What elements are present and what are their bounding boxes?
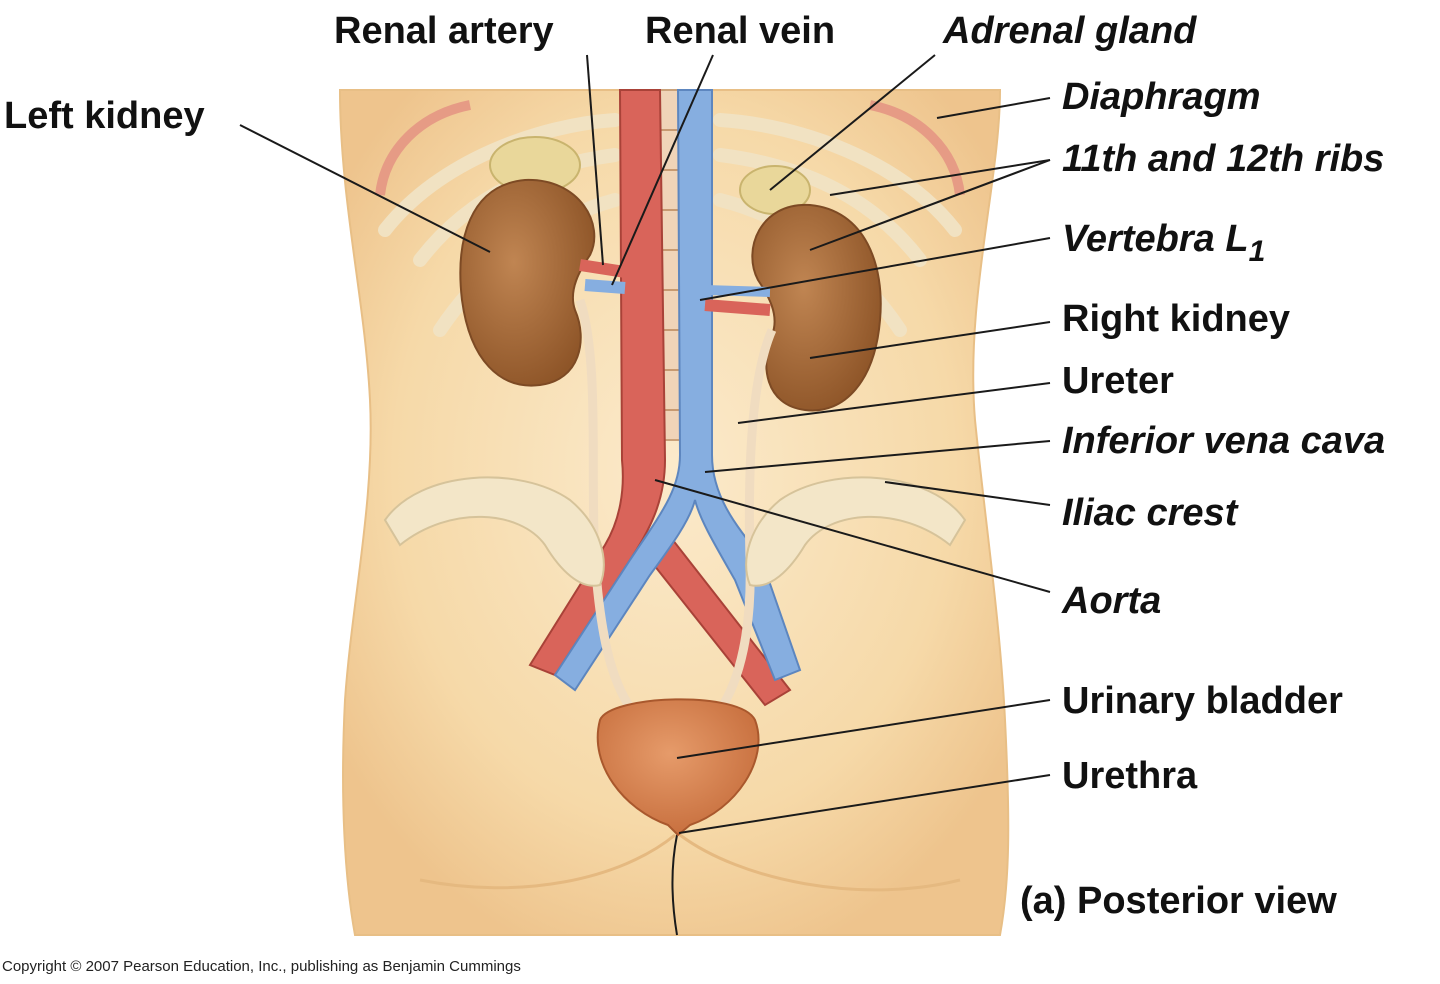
diaphragm-right bbox=[868, 100, 965, 196]
label-inferior-vena-cava: Inferior vena cava bbox=[1062, 420, 1386, 462]
inferior-vena-cava bbox=[553, 89, 802, 692]
label-renal-vein: Renal vein bbox=[645, 10, 836, 52]
gluteal-curve-right bbox=[679, 833, 961, 892]
label-right-kidney: Right kidney bbox=[1062, 298, 1291, 340]
label-vertebra: Vertebra L1 bbox=[1062, 218, 1265, 267]
label-adrenal-gland: Adrenal gland bbox=[943, 10, 1197, 52]
renal-artery-right bbox=[704, 299, 771, 316]
label-vertebra-text: Vertebra L bbox=[1062, 218, 1249, 260]
label-diaphragm: Diaphragm bbox=[1062, 76, 1261, 118]
leader-lines bbox=[239, 54, 1051, 834]
rib-right-2 bbox=[713, 148, 927, 267]
iliac-crest-left bbox=[383, 476, 605, 587]
gluteal-cleft bbox=[671, 834, 678, 936]
label-ribs: 11th and 12th ribs bbox=[1062, 138, 1385, 180]
renal-vein-right bbox=[704, 285, 771, 297]
label-vertebra-subscript: 1 bbox=[1248, 235, 1266, 268]
urinary-bladder bbox=[596, 698, 760, 837]
diaphragm-left bbox=[375, 100, 472, 196]
kidney-right bbox=[751, 203, 882, 412]
label-urinary-bladder: Urinary bladder bbox=[1062, 680, 1343, 722]
iliac-crest-right bbox=[745, 476, 967, 587]
kidney-left bbox=[459, 178, 596, 387]
label-aorta: Aorta bbox=[1062, 580, 1162, 622]
renal-vein-left bbox=[584, 279, 626, 294]
label-urethra: Urethra bbox=[1062, 755, 1198, 797]
label-left-kidney: Left kidney bbox=[4, 95, 205, 137]
label-iliac-crest: Iliac crest bbox=[1062, 492, 1238, 534]
label-renal-artery: Renal artery bbox=[334, 10, 554, 52]
rib-left-1 bbox=[378, 113, 622, 237]
label-ureter: Ureter bbox=[1062, 360, 1174, 402]
label-posterior-view: (a) Posterior view bbox=[1020, 880, 1337, 922]
gluteal-curve-left bbox=[419, 833, 676, 890]
copyright-notice: Copyright © 2007 Pearson Education, Inc.… bbox=[2, 958, 521, 975]
